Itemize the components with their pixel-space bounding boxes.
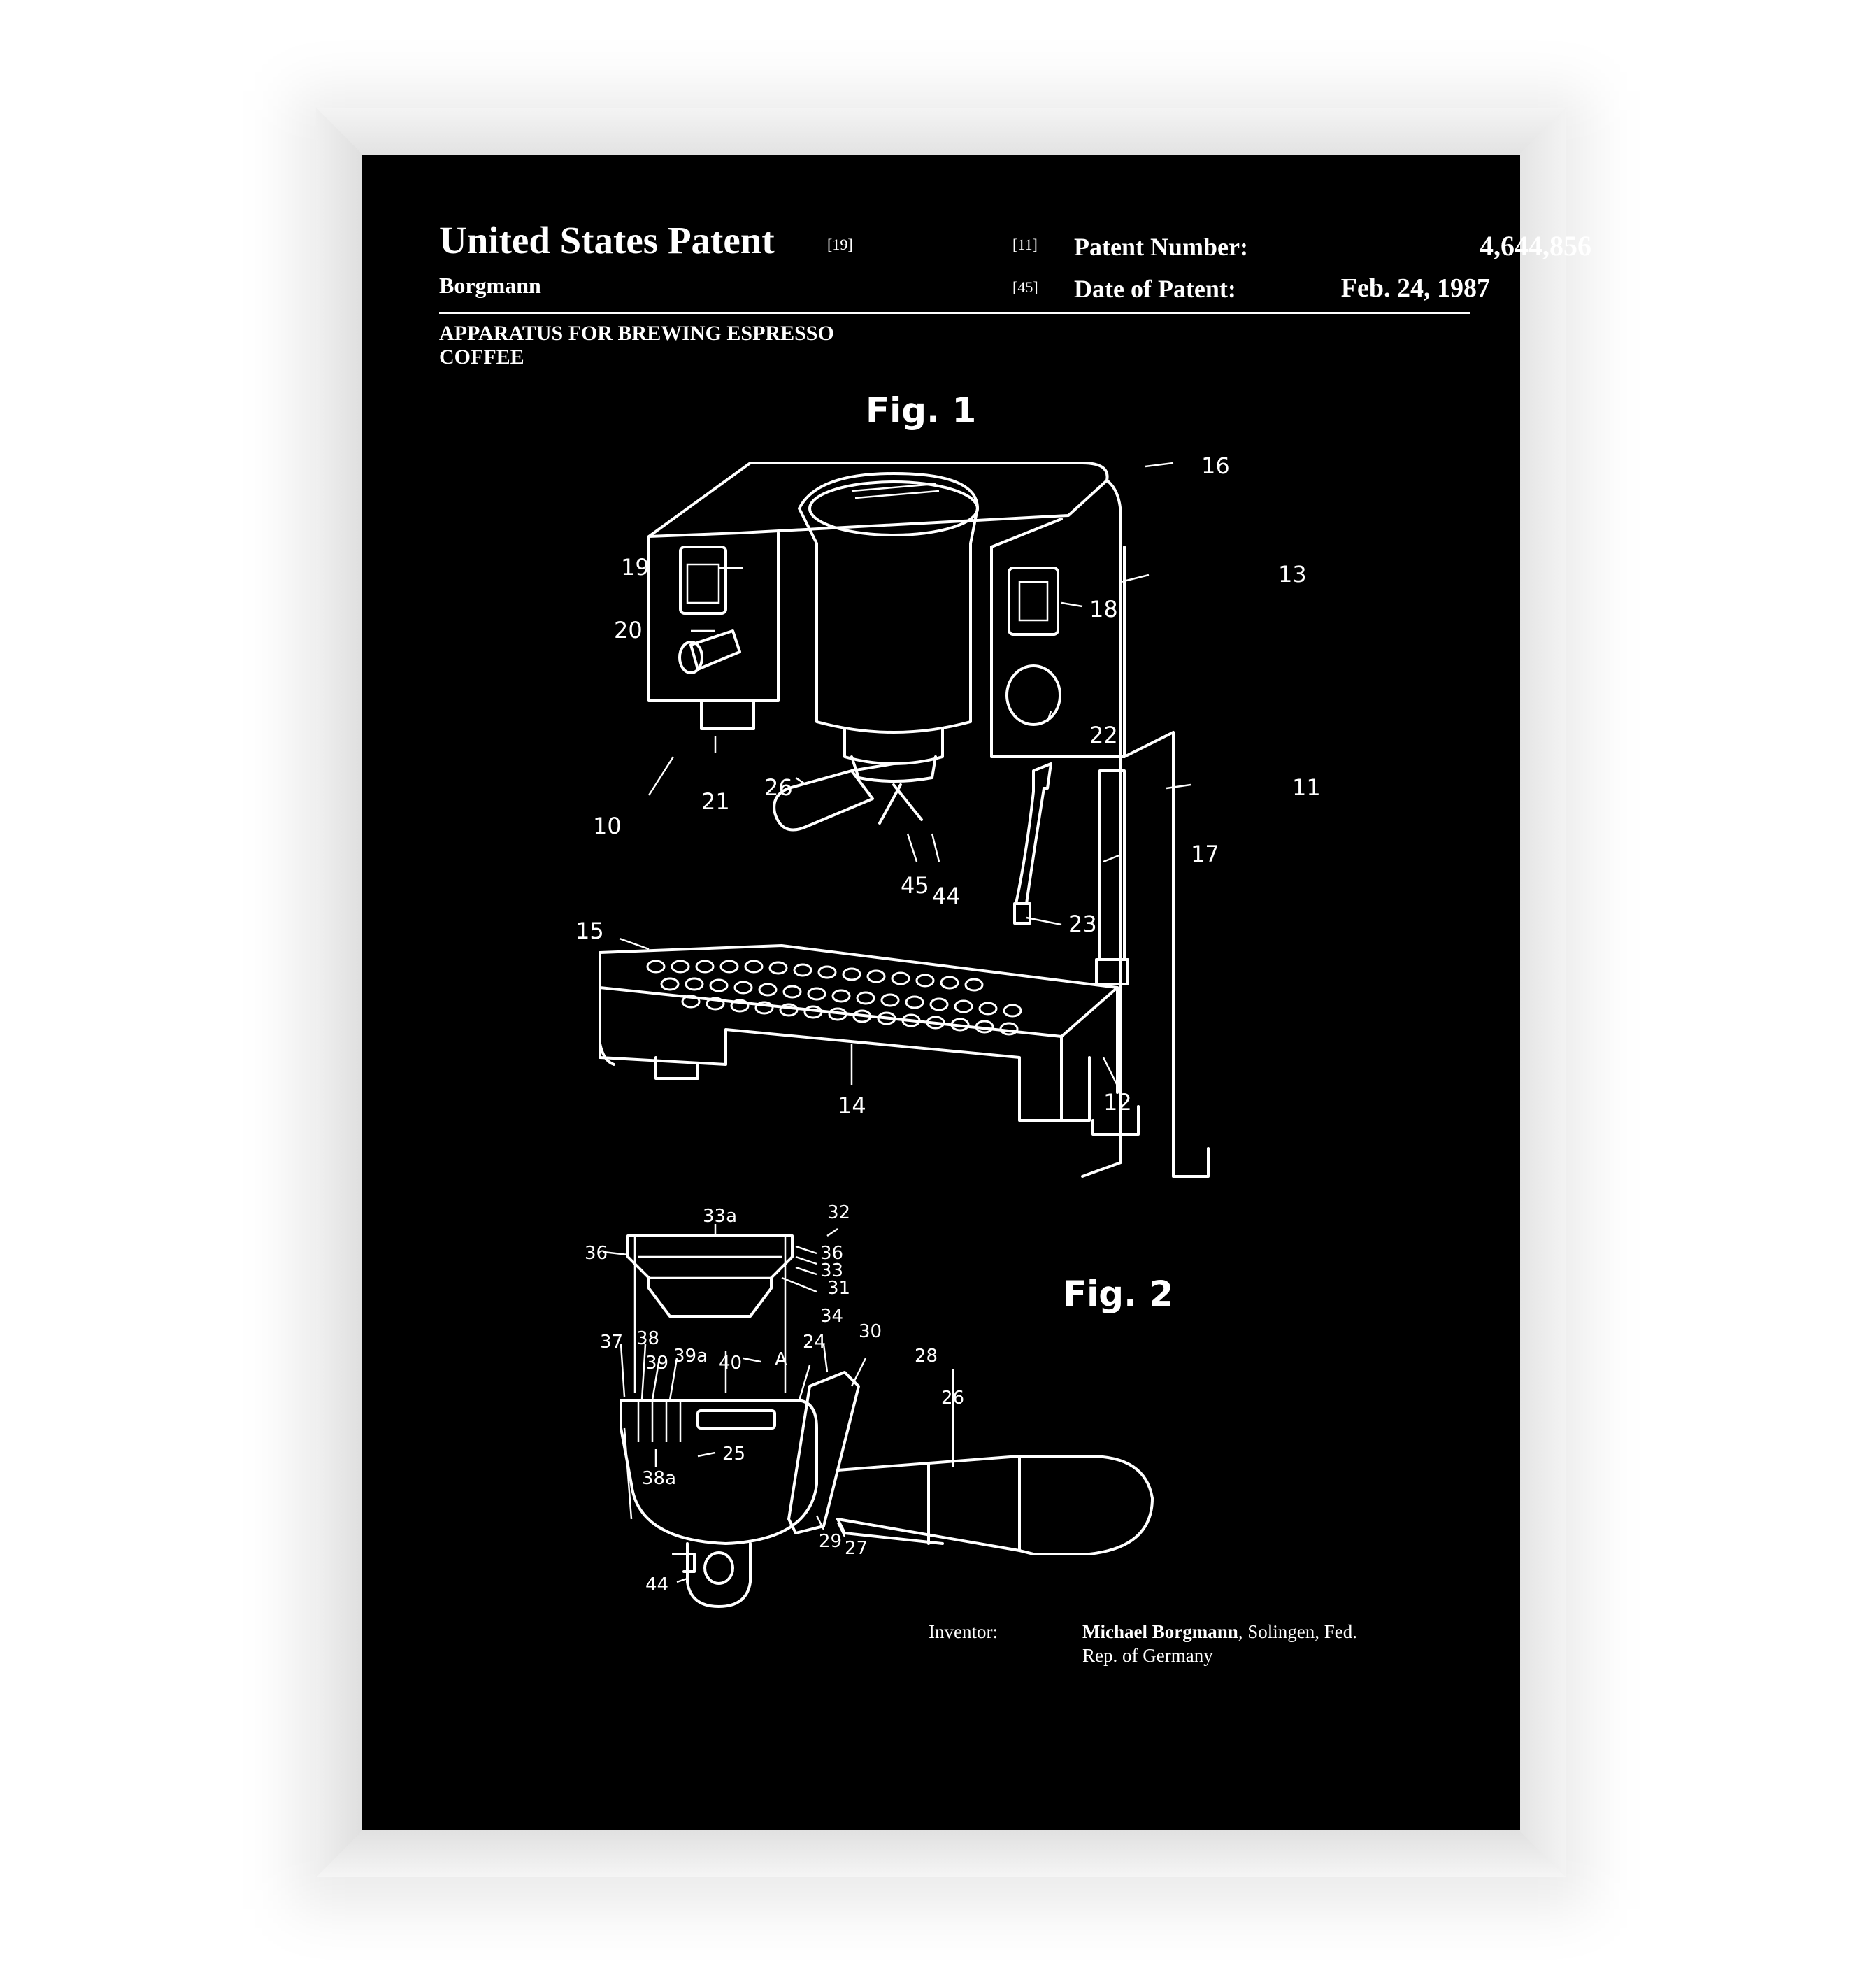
inventor-place: , Solingen, Fed. bbox=[1238, 1621, 1358, 1642]
frame-bevel-bottom bbox=[316, 1828, 1566, 1877]
inventor-name: Michael Borgmann bbox=[1082, 1621, 1238, 1642]
fig2-label-25: 25 bbox=[722, 1444, 745, 1465]
fig1-label-13: 13 bbox=[1278, 561, 1307, 587]
frame-bevel-right bbox=[1517, 108, 1566, 1877]
fig1-label-20: 20 bbox=[614, 617, 643, 643]
fig1-label-23: 23 bbox=[1068, 911, 1097, 937]
fig2-label-33a: 33a bbox=[703, 1206, 737, 1227]
apparatus-title-line2: COFFEE bbox=[439, 346, 524, 369]
fig2-label-38a: 38a bbox=[642, 1468, 676, 1489]
patent-author: Borgmann bbox=[439, 273, 541, 298]
fig1-label-16: 16 bbox=[1201, 453, 1230, 479]
frame-bevel-top bbox=[316, 108, 1566, 157]
fig1-label-19: 19 bbox=[621, 554, 650, 581]
fig2-label-31: 31 bbox=[827, 1278, 850, 1299]
fig1-label-21: 21 bbox=[701, 788, 730, 815]
fig1-label-15: 15 bbox=[575, 918, 604, 944]
fig1-label-17: 17 bbox=[1191, 841, 1219, 867]
fig1-title: Fig. 1 bbox=[866, 390, 976, 431]
portafilter-drawing bbox=[603, 1224, 1154, 1608]
fig1-label-18: 18 bbox=[1089, 596, 1118, 622]
number-code: [11] bbox=[1012, 236, 1038, 253]
fig1-label-45: 45 bbox=[901, 872, 929, 899]
espresso-machine-drawing bbox=[599, 462, 1210, 1178]
patent-number-label: Patent Number: bbox=[1074, 233, 1248, 261]
fig2-label-27: 27 bbox=[845, 1538, 868, 1559]
patent-drawings: Fig. 1 bbox=[575, 390, 1321, 1608]
fig1-label-11: 11 bbox=[1292, 774, 1321, 801]
patent-date-value: Feb. 24, 1987 bbox=[1340, 273, 1490, 303]
fig2-title: Fig. 2 bbox=[1063, 1274, 1173, 1314]
figure-1: Fig. 1 bbox=[575, 390, 1321, 1178]
fig1-label-44: 44 bbox=[932, 883, 961, 909]
fig2-label-36-right: 36 bbox=[820, 1243, 843, 1264]
figure-2: Fig. 2 bbox=[585, 1202, 1173, 1608]
fig2-label-38: 38 bbox=[636, 1328, 659, 1349]
fig1-label-22: 22 bbox=[1089, 722, 1118, 748]
fig2-label-44: 44 bbox=[645, 1574, 668, 1595]
fig2-label-29: 29 bbox=[819, 1531, 842, 1552]
fig1-label-14: 14 bbox=[838, 1092, 866, 1119]
fig1-label-26: 26 bbox=[764, 774, 793, 801]
title-code: [19] bbox=[827, 236, 853, 253]
fig2-label-26: 26 bbox=[941, 1388, 964, 1409]
fig2-label-36-left: 36 bbox=[585, 1243, 608, 1264]
patent-poster: United States Patent [19] Borgmann [11] … bbox=[362, 155, 1591, 1830]
inventor-label: Inventor: bbox=[929, 1621, 998, 1642]
frame-bevel-left bbox=[316, 108, 365, 1877]
inventor-location: Rep. of Germany bbox=[1082, 1645, 1213, 1666]
patent-title: United States Patent bbox=[439, 219, 775, 262]
fig2-label-30: 30 bbox=[859, 1321, 882, 1342]
fig2-label-40: 40 bbox=[719, 1353, 742, 1374]
apparatus-title-line1: APPARATUS FOR BREWING ESPRESSO bbox=[439, 322, 834, 345]
fig2-label-24: 24 bbox=[803, 1332, 826, 1353]
patent-date-label: Date of Patent: bbox=[1074, 275, 1236, 303]
fig2-label-28: 28 bbox=[915, 1346, 938, 1367]
fig2-label-33: 33 bbox=[820, 1260, 843, 1281]
inventor-line1: Michael Borgmann, Solingen, Fed. bbox=[1082, 1621, 1357, 1643]
fig2-label-39a: 39a bbox=[673, 1346, 708, 1367]
patent-number-value: 4,644,856 bbox=[1480, 230, 1591, 262]
fig2-label-37: 37 bbox=[600, 1332, 623, 1353]
fig2-label-34: 34 bbox=[820, 1306, 843, 1327]
fig2-label-39: 39 bbox=[645, 1353, 668, 1374]
fig1-label-12: 12 bbox=[1103, 1089, 1132, 1116]
header-rule bbox=[439, 312, 1470, 314]
fig1-label-10: 10 bbox=[593, 813, 622, 839]
fig2-label-A: A bbox=[775, 1349, 787, 1370]
date-code: [45] bbox=[1012, 278, 1038, 296]
fig2-label-32: 32 bbox=[827, 1202, 850, 1223]
